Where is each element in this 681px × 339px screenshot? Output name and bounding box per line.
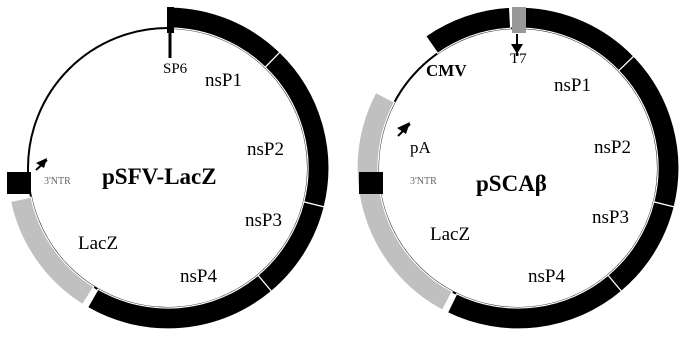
- ntr-arrowhead: [36, 158, 47, 168]
- gene-label-nsp1: nsP1: [205, 70, 242, 91]
- ntr-label: 3'NTR: [44, 176, 71, 187]
- left-block-marker: [7, 172, 31, 194]
- pa-label: pA: [410, 138, 432, 157]
- left-block-marker: [359, 172, 383, 194]
- gene-label-nsp2: nsP2: [594, 137, 631, 158]
- segment-nsp4: [86, 274, 273, 330]
- gene-label-nsp3: nsP3: [592, 207, 629, 228]
- gene-label-lacz: LacZ: [78, 233, 118, 254]
- promoter-label-sp6: SP6: [163, 61, 188, 77]
- gene-label-nsp3: nsP3: [245, 210, 282, 231]
- segment-lacz: [9, 196, 95, 306]
- t7-marker: [512, 7, 526, 33]
- segment-nsp2: [617, 55, 680, 208]
- segment-lacz: [356, 91, 454, 311]
- gene-label-nsp4: nsP4: [180, 266, 217, 287]
- segment-nsp4: [446, 274, 623, 330]
- gene-label-nsp1: nsP1: [554, 75, 591, 96]
- plasmid-name: pSFV-LacZ: [102, 164, 217, 189]
- pa-arrowhead: [397, 122, 410, 134]
- ntr-label: 3'NTR: [410, 176, 437, 187]
- plasmid-name: pSCAβ: [476, 171, 547, 196]
- gene-label-nsp2: nsP2: [247, 139, 284, 160]
- t7-arrowhead: [511, 44, 523, 54]
- plasmid-map-pscab: CMV T7 nsP1 nsP2 nsP3 nsP4 pA 3'NTR LacZ…: [356, 6, 680, 330]
- sp6-marker: [167, 7, 174, 33]
- segment-cmv-promoter: [424, 6, 512, 55]
- segment-nsp2: [264, 51, 330, 208]
- segment-nsp1: [522, 6, 635, 72]
- backbone-circle: [377, 27, 659, 309]
- gene-label-nsp4: nsP4: [528, 266, 565, 287]
- plasmid-map-psfv-lacz: SP6 nsP1 nsP2 nsP3 nsP4 3'NTR LacZ pSFV-…: [7, 6, 330, 330]
- promoter-label-t7: T7: [510, 51, 527, 67]
- gene-label-lacz: LacZ: [430, 224, 470, 245]
- segment-nsp1: [169, 6, 281, 69]
- promoter-label-cmv: CMV: [426, 61, 467, 80]
